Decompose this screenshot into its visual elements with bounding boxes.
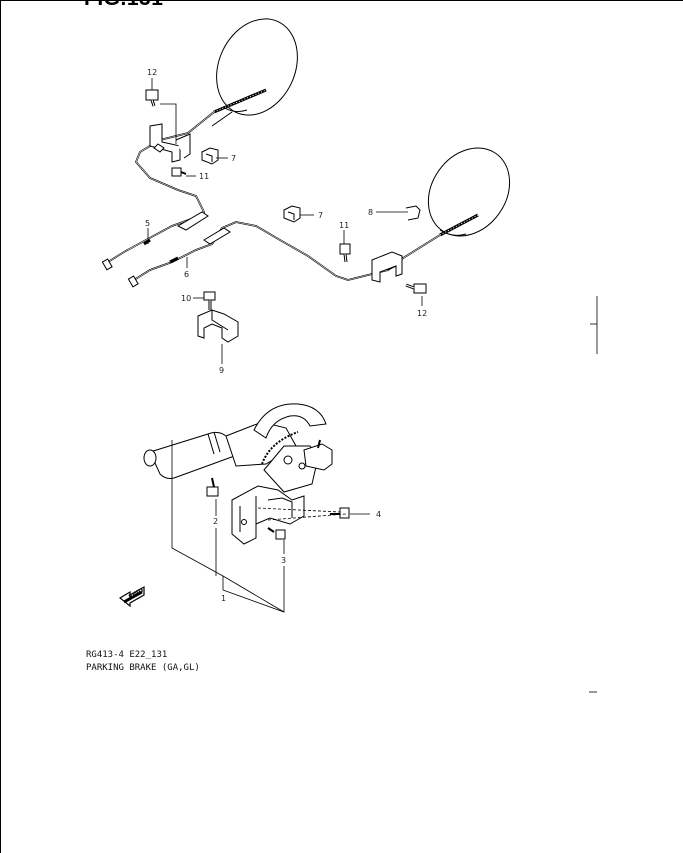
caption-description: PARKING BRAKE (GA,GL) (86, 663, 200, 673)
bracket-9 (197, 309, 239, 343)
bolt-11-right (339, 243, 351, 263)
callout-2: 2 (213, 517, 218, 526)
bolt-12-right (405, 283, 427, 294)
callout-11-right: 11 (339, 221, 349, 230)
callout-7-upper: 7 (231, 154, 236, 163)
callout-8: 8 (368, 208, 373, 217)
callout-9: 9 (219, 366, 224, 375)
bolt-10 (203, 291, 216, 310)
caption-code: RG413-4 E22_131 (86, 650, 168, 660)
leader-lines (147, 78, 423, 613)
bolt-3 (267, 527, 286, 540)
cable-bracket-right (371, 251, 403, 283)
callout-1: 1 (221, 594, 226, 603)
clip-8 (405, 205, 421, 221)
bolt-4 (330, 507, 350, 519)
page-edge-marks (589, 296, 598, 693)
callout-12-upper: 12 (147, 68, 157, 77)
callout-4: 4 (376, 510, 381, 519)
callout-6: 6 (184, 270, 189, 279)
callout-labels: 12 7 11 5 6 7 8 11 12 10 9 2 4 3 1 FWD (128, 68, 428, 603)
callout-5: 5 (145, 219, 150, 228)
screw-2 (206, 477, 219, 497)
parking-brake-lever (143, 403, 333, 545)
bolt-12-upper (145, 89, 159, 107)
callout-3: 3 (281, 556, 286, 565)
clip-7-upper (201, 147, 219, 165)
callout-10: 10 (181, 294, 191, 303)
figure-title: FIG.131 (84, 0, 163, 11)
callout-12-right: 12 (417, 309, 427, 318)
cable-threaded-end-left (213, 88, 267, 114)
callout-7-middle: 7 (318, 211, 323, 220)
figure-caption: RG413-4 E22_131 PARKING BRAKE (GA,GL) (86, 649, 200, 675)
clip-7-middle (283, 205, 301, 223)
brake-drum-left (211, 18, 298, 127)
cable-threaded-end-right (439, 213, 479, 237)
brake-drum-right (427, 147, 511, 237)
fwd-arrow-icon (118, 585, 145, 608)
callout-11-upper: 11 (199, 172, 209, 181)
bolt-11-upper (171, 167, 187, 177)
cable-bracket-left (149, 123, 191, 163)
